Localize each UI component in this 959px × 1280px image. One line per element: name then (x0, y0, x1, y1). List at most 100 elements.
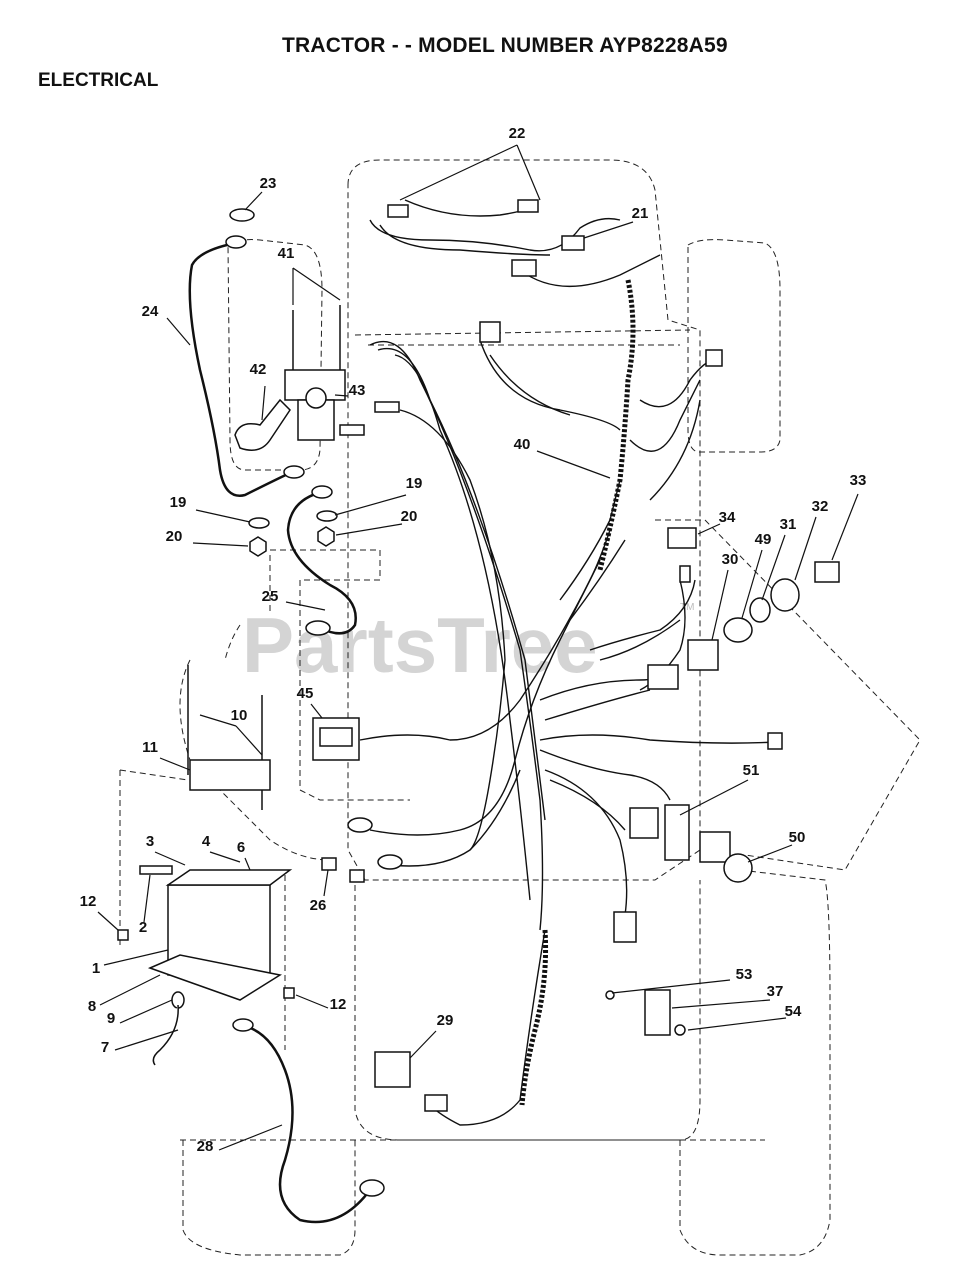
connector-a (479, 321, 501, 343)
battery-holddown-11 (189, 759, 271, 791)
ring-terminal-25 (305, 620, 331, 636)
switch-37 (644, 989, 671, 1036)
bezel-31 (749, 597, 771, 623)
components (117, 199, 840, 1197)
wire-loom-40 (597, 279, 636, 571)
ignition-switch-30 (687, 639, 719, 671)
callout-c33: 33 (850, 472, 867, 489)
ring-terminal-28b (359, 1179, 385, 1197)
ring-terminal-28a (232, 1018, 254, 1032)
callout-c11: 11 (142, 739, 158, 756)
callout-c20b: 20 (401, 508, 418, 525)
callout-c24: 24 (142, 303, 159, 320)
callout-c53: 53 (736, 966, 753, 983)
callout-c41: 41 (278, 245, 295, 262)
connector-d (647, 664, 679, 690)
screw-53 (605, 990, 615, 1000)
callout-c49: 49 (755, 531, 772, 548)
callout-c28: 28 (197, 1138, 214, 1155)
callout-c42: 42 (250, 361, 267, 378)
callout-c25: 25 (262, 588, 279, 605)
callout-c9: 9 (107, 1010, 115, 1027)
ring-terminal-d (377, 854, 403, 870)
connector-29 (424, 1094, 448, 1112)
connector-26b (349, 869, 365, 883)
callout-c26: 26 (310, 897, 327, 914)
switch-33 (814, 561, 840, 583)
washer-19a (248, 517, 270, 529)
callout-c20a: 20 (166, 528, 183, 545)
nut-54 (674, 1024, 686, 1036)
callout-c51: 51 (743, 762, 760, 779)
switch-29 (374, 1051, 411, 1088)
relay-51 (664, 804, 690, 861)
fuse-holder-a (374, 401, 400, 413)
clip-12b (283, 987, 295, 999)
ring-terminal-a (283, 465, 305, 479)
callout-c3: 3 (146, 833, 154, 850)
callout-c12b: 12 (330, 996, 347, 1013)
callout-c2: 2 (139, 919, 147, 936)
callout-c7: 7 (101, 1039, 109, 1056)
callout-c12a: 12 (80, 893, 97, 910)
bolt-2 (139, 865, 173, 875)
connector-f (629, 807, 659, 839)
nut-20a (249, 536, 267, 557)
connector-21 (561, 235, 585, 251)
callout-c31: 31 (780, 516, 797, 533)
wiring-harness (359, 199, 776, 1126)
connector-b (705, 349, 723, 367)
callout-c23: 23 (260, 175, 277, 192)
bulb-22b (517, 199, 539, 213)
callout-c8: 8 (88, 998, 96, 1015)
callout-c19b: 19 (406, 475, 423, 492)
callout-c10: 10 (231, 707, 248, 724)
cable-24 (188, 241, 293, 497)
key-32 (770, 578, 800, 612)
callout-c40: 40 (514, 436, 531, 453)
clip-12a (117, 929, 129, 941)
fuse-holder-b (339, 424, 365, 436)
callout-c6: 6 (237, 839, 245, 856)
leader-lines (97, 144, 859, 1151)
callout-c43: 43 (349, 382, 366, 399)
wire-loom-lower (519, 929, 549, 1106)
callout-c29: 29 (437, 1012, 454, 1029)
bulb-22a (387, 204, 409, 218)
switch-50-body (699, 831, 731, 863)
callout-c34: 34 (719, 509, 736, 526)
solenoid-body (297, 399, 335, 441)
drain-tube-7 (152, 1004, 179, 1066)
section-heading: ELECTRICAL (38, 70, 159, 91)
watermark: PartsTree (242, 601, 598, 689)
ring-terminal-b (311, 485, 333, 499)
callout-c30: 30 (722, 551, 739, 568)
connector-e (767, 732, 783, 750)
switch-50-knob (723, 853, 753, 883)
cable-25 (286, 490, 357, 635)
nut-49 (723, 617, 753, 643)
callout-c45: 45 (297, 685, 314, 702)
boot-42 (234, 398, 291, 451)
ring-terminal-c (347, 817, 373, 833)
switch-34 (667, 527, 697, 549)
watermark-tm: TM (680, 602, 694, 613)
callout-c22: 22 (509, 125, 526, 142)
callout-c19a: 19 (170, 494, 187, 511)
callout-c37: 37 (767, 983, 784, 1000)
battery-tray-8 (147, 954, 282, 1001)
connector-g (613, 911, 637, 943)
connector-26a (321, 857, 337, 871)
cable-28 (239, 1023, 371, 1224)
callout-c50: 50 (789, 829, 806, 846)
callout-c4: 4 (202, 833, 211, 850)
callout-c21: 21 (632, 205, 649, 222)
connector-c (679, 565, 691, 583)
diagram-title: TRACTOR - - MODEL NUMBER AYP8228A59 (282, 34, 728, 57)
washer-23 (229, 208, 255, 222)
battery-cables (188, 241, 371, 1224)
callout-c54: 54 (785, 1003, 802, 1020)
connector-headlight (511, 259, 537, 277)
